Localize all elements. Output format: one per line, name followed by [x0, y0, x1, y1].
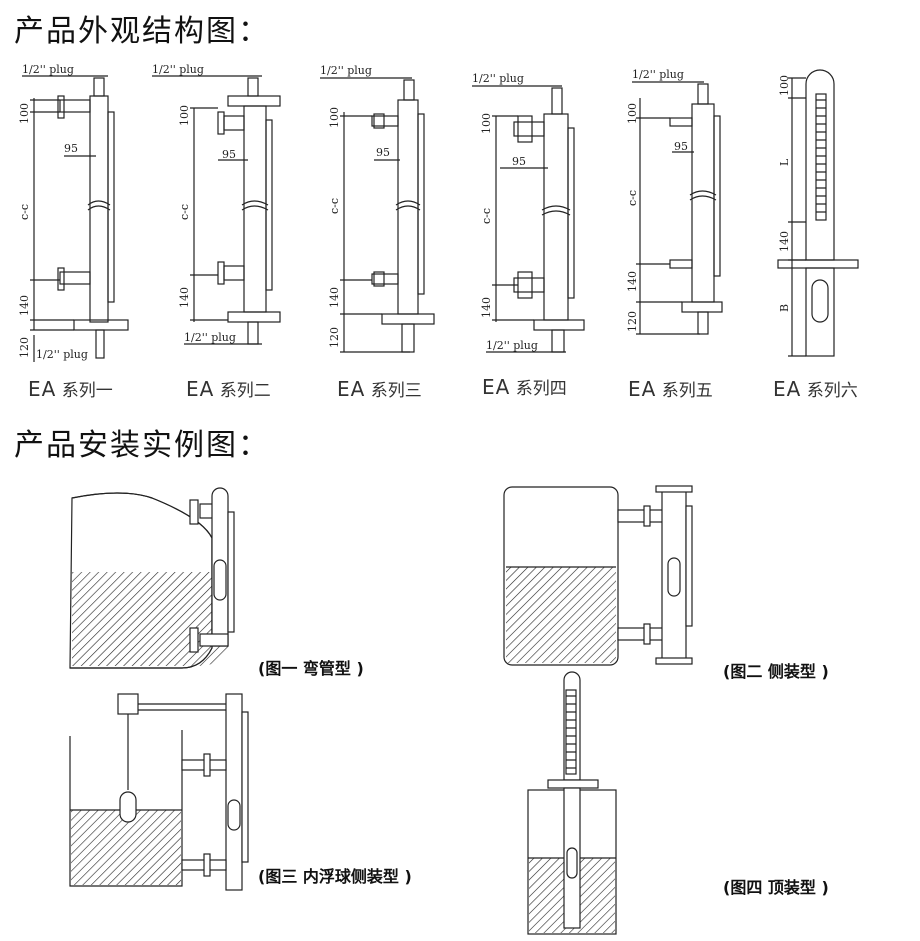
series5-drawing [632, 81, 723, 335]
s5-plug-top: 1/2'' plug [632, 68, 684, 81]
install-heading: 产品安装实例图： [14, 428, 270, 463]
s1-dim-120: 120 [18, 337, 31, 358]
s2-plug-bottom: 1/2'' plug [184, 331, 236, 344]
fig1-drawing [69, 487, 235, 669]
caption-fig4: (图四 顶装型 ) [723, 878, 829, 897]
s5-dim-140: 140 [626, 271, 639, 292]
series-label-5: EA 系列五 [628, 377, 713, 401]
s1-dim-100: 100 [18, 103, 31, 124]
series-label-4: EA 系列四 [482, 375, 567, 399]
s1-dim-95: 95 [64, 142, 78, 155]
s4-dim-95: 95 [512, 155, 526, 168]
s6-dim-B: B [778, 304, 791, 312]
s6-dim-100: 100 [778, 75, 791, 96]
s3-dim-100: 100 [328, 107, 341, 128]
caption-fig2: (图二 侧装型 ) [723, 662, 829, 681]
caption-fig3: (图三 内浮球侧装型 ) [258, 867, 412, 886]
series-label-2: EA 系列二 [186, 377, 271, 401]
s5-dim-120: 120 [626, 311, 639, 332]
s2-dim-100: 100 [178, 105, 191, 126]
s6-dim-L: L [778, 158, 791, 166]
fig3-drawing [69, 693, 249, 891]
s1-dim-cc: c-c [18, 204, 31, 220]
series3-drawing [320, 77, 435, 353]
series-label-1: EA 系列一 [28, 377, 113, 401]
s2-plug-top: 1/2'' plug [152, 63, 204, 76]
s4-dim-140: 140 [480, 297, 493, 318]
series2-drawing [152, 75, 281, 345]
fig2-drawing [503, 485, 693, 666]
s1-dim-140: 140 [18, 295, 31, 316]
series6-drawing [777, 69, 859, 357]
s5-dim-95: 95 [674, 140, 688, 153]
s4-plug-top: 1/2'' plug [472, 72, 524, 85]
s5-dim-100: 100 [626, 103, 639, 124]
s4-dim-cc: c-c [480, 208, 493, 224]
structure-heading: 产品外观结构图： [14, 14, 270, 49]
series1-drawing [22, 75, 129, 362]
s3-dim-120: 120 [328, 327, 341, 348]
series-label-3: EA 系列三 [337, 377, 422, 401]
s3-dim-140: 140 [328, 287, 341, 308]
s3-dim-cc: c-c [328, 198, 341, 214]
s5-dim-cc: c-c [626, 190, 639, 206]
s2-dim-95: 95 [222, 148, 236, 161]
s6-dim-140: 140 [778, 231, 791, 252]
s3-dim-95: 95 [376, 146, 390, 159]
s1-plug-top: 1/2'' plug [22, 63, 74, 76]
s3-plug-top: 1/2'' plug [320, 64, 372, 77]
s4-plug-bottom: 1/2'' plug [486, 339, 538, 352]
series4-drawing [472, 85, 585, 353]
s2-dim-140: 140 [178, 287, 191, 308]
series-label-6: EA 系列六 [773, 377, 858, 401]
s2-dim-cc: c-c [178, 204, 191, 220]
s4-dim-100: 100 [480, 113, 493, 134]
fig4-drawing [527, 671, 617, 935]
s1-plug-bottom: 1/2'' plug [36, 348, 88, 361]
caption-fig1: (图一 弯管型 ) [258, 659, 364, 678]
